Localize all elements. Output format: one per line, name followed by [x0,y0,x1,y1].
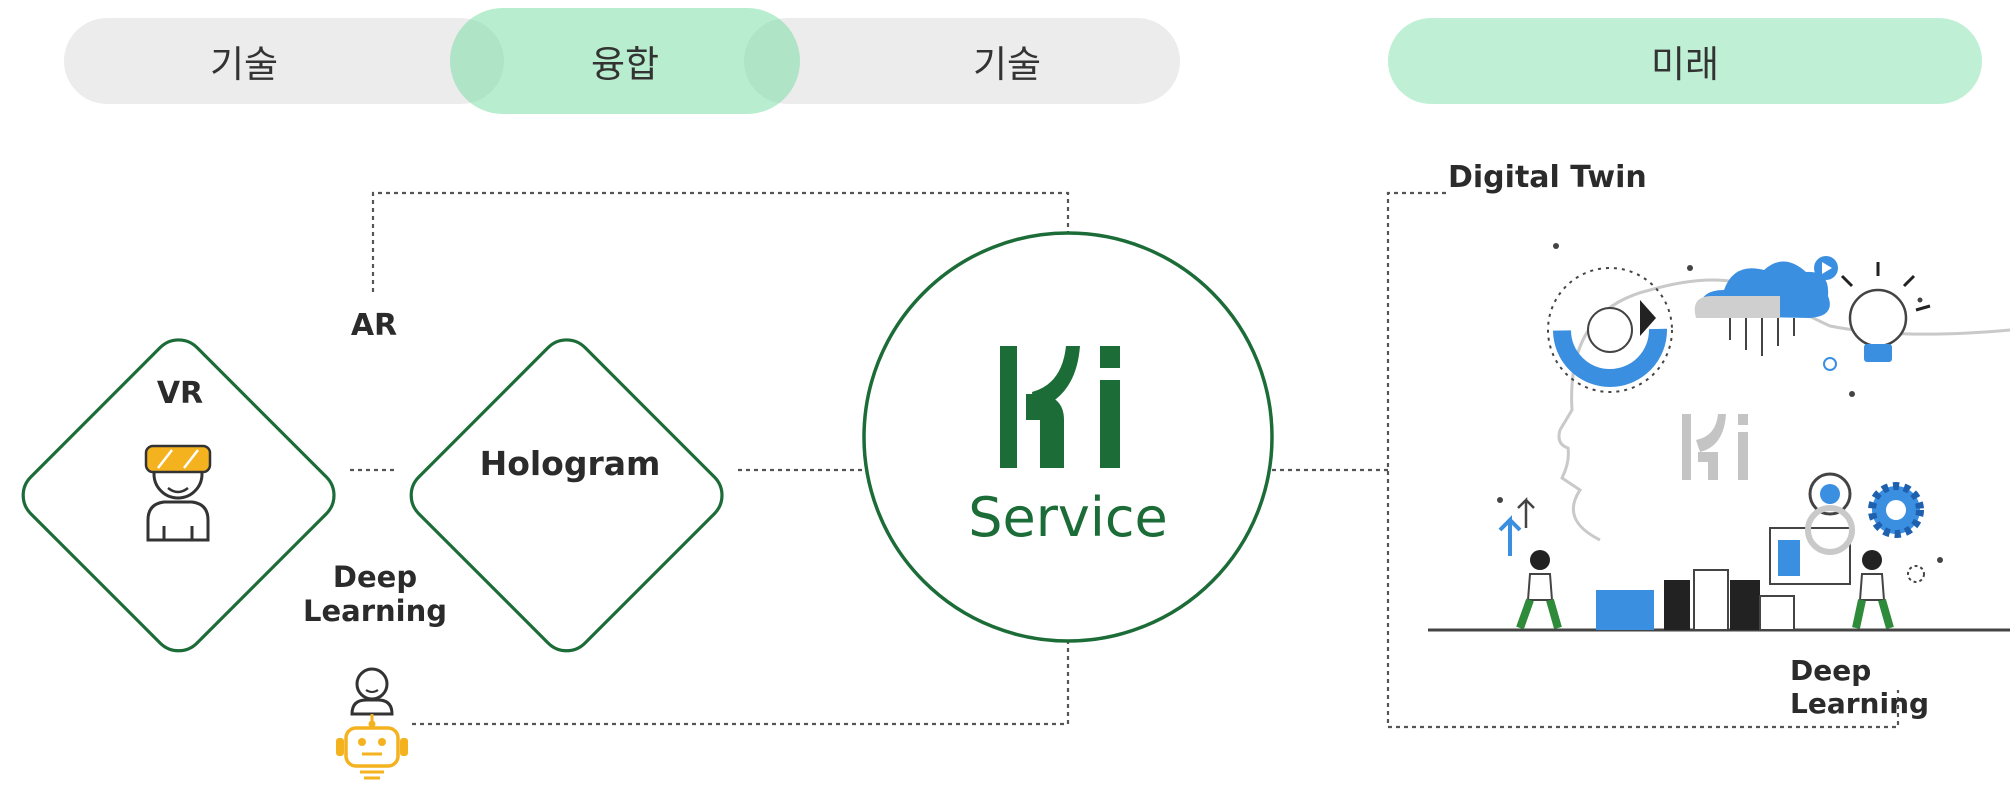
pill-tech-right: 기술 [744,18,1180,104]
pill-fusion-label: 융합 [590,43,660,86]
digital-twin-frame [1386,191,1900,729]
vr-person-icon [144,444,212,542]
label-ar: AR [350,308,398,343]
label-hologram: Hologram [479,444,661,483]
connector-ar-service [371,191,1070,292]
digital-twin-illustration [1428,243,2011,632]
pill-future: 미래 [1388,18,1982,104]
label-deep-learning-right: Deep Learning [1790,654,1930,721]
connector-robot-service [412,642,1070,726]
pill-future-label: 미래 [1650,43,1720,86]
pill-fusion: 융합 [450,8,800,114]
label-service: Service [968,486,1168,549]
pill-tech-right-label: 기술 [972,43,1042,86]
connectors [350,191,1900,729]
label-digital-twin: Digital Twin [1448,160,1647,195]
pill-tech-left: 기술 [64,18,504,104]
pill-tech-left-label: 기술 [209,43,279,86]
robot-icon [336,667,408,780]
service-circle [862,231,1274,643]
service-logo [1000,346,1120,468]
label-vr: VR [156,376,204,411]
label-deep-learning-left: Deep Learning [302,560,447,629]
hologram-diamond [409,338,724,653]
